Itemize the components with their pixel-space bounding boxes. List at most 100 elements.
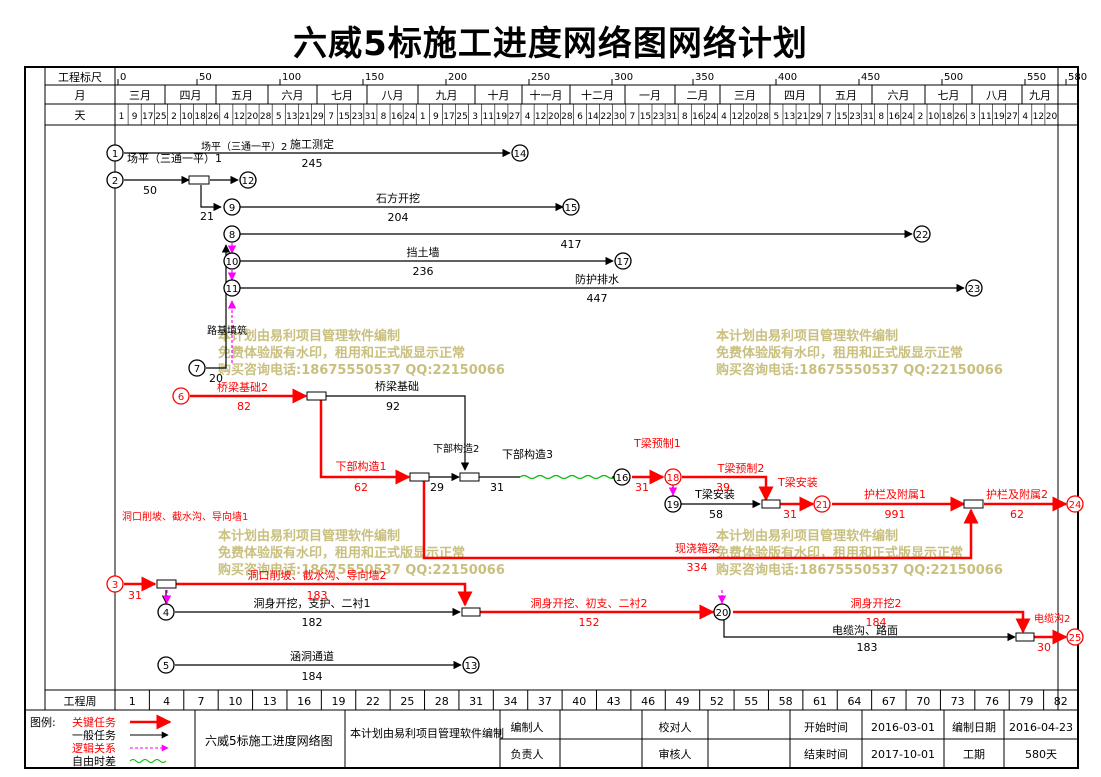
week-cell: 25 <box>400 695 414 708</box>
day-cell: 7 <box>629 112 635 122</box>
svg-text:447: 447 <box>587 292 608 305</box>
day-cell: 17 <box>142 112 153 122</box>
day-cell: 7 <box>826 112 832 122</box>
svg-text:29: 29 <box>430 481 444 494</box>
day-cell: 19 <box>496 112 508 122</box>
svg-text:洞身开挖2: 洞身开挖2 <box>851 596 902 610</box>
day-cell: 7 <box>328 112 334 122</box>
month-cell: 二月 <box>687 89 709 102</box>
event-node-25 <box>1066 628 1084 646</box>
day-cell: 27 <box>509 112 520 122</box>
day-cell: 24 <box>705 112 717 122</box>
event-node-label: 15 <box>565 203 578 214</box>
scale-tick-label: 350 <box>695 72 714 83</box>
svg-text:82: 82 <box>237 400 251 413</box>
svg-text:31: 31 <box>783 508 797 521</box>
month-cell: 七月 <box>331 89 353 102</box>
scale-label: 工程标尺 <box>58 70 102 84</box>
week-cell: 55 <box>744 695 758 708</box>
event-node-16 <box>613 468 631 486</box>
watermark-line-2: 免费体验版有水印，租用和正式版显示正常 <box>716 345 963 361</box>
month-cell: 九月 <box>436 89 458 102</box>
week-cell: 67 <box>882 695 896 708</box>
day-cell: 17 <box>443 112 454 122</box>
day-cell: 10 <box>928 112 940 122</box>
week-cell: 19 <box>332 695 346 708</box>
svg-text:下部构造2: 下部构造2 <box>433 442 479 455</box>
svg-text:236: 236 <box>413 265 434 278</box>
day-cell: 25 <box>456 112 467 122</box>
week-cell: 43 <box>607 695 621 708</box>
scale-tick-label: 100 <box>282 72 301 83</box>
event-node-2 <box>106 171 124 189</box>
day-cell: 31 <box>666 112 677 122</box>
event-node-label: 1 <box>112 149 118 160</box>
day-cell: 13 <box>784 112 795 122</box>
day-cell: 9 <box>433 112 439 122</box>
day-cell: 4 <box>525 112 531 122</box>
svg-text:洞口削坡、截水沟、导向墙1: 洞口削坡、截水沟、导向墙1 <box>122 510 248 523</box>
day-cell: 30 <box>614 112 626 122</box>
event-node-label: 9 <box>229 203 235 214</box>
event-node-19 <box>664 495 682 513</box>
event-node-label: 4 <box>163 608 169 619</box>
day-cell: 25 <box>155 112 166 122</box>
day-cell: 12 <box>1033 112 1044 122</box>
svg-text:护栏及附属2: 护栏及附属2 <box>986 487 1048 501</box>
day-cell: 12 <box>234 112 245 122</box>
event-node-label: 18 <box>667 473 680 484</box>
week-cell: 79 <box>1019 695 1033 708</box>
scale-tick-label: 0 <box>120 72 126 83</box>
day-cell: 3 <box>970 112 976 122</box>
svg-text:31: 31 <box>128 589 142 602</box>
svg-text:洞身开挖，支护、二衬1: 洞身开挖，支护、二衬1 <box>254 596 371 610</box>
svg-text:62: 62 <box>354 481 368 494</box>
watermarks: 本计划由易利项目管理软件编制 免费体验版有水印，租用和正式版显示正常 购买咨询电… <box>218 328 1003 578</box>
week-cell: 31 <box>469 695 483 708</box>
legend-swatches <box>129 714 172 763</box>
svg-text:580天: 580天 <box>1025 748 1057 761</box>
month-cell: 四月 <box>180 89 202 102</box>
week-cell: 7 <box>197 695 204 708</box>
week-cell: 28 <box>435 695 449 708</box>
event-node-label: 23 <box>968 284 981 295</box>
day-cell: 4 <box>223 112 229 122</box>
event-node-label: 22 <box>916 230 929 241</box>
event-node-label: 25 <box>1069 633 1082 644</box>
day-cell: 24 <box>404 112 416 122</box>
arrow-portal-2 <box>176 582 473 607</box>
day-cell: 10 <box>181 112 193 122</box>
event-node-10 <box>223 252 241 270</box>
day-cell: 6 <box>577 112 583 122</box>
day-cell: 21 <box>299 112 310 122</box>
svg-text:桥梁基础2: 桥梁基础2 <box>217 380 268 394</box>
day-cell: 26 <box>954 112 966 122</box>
watermark-line-3: 购买咨询电话:18675550537 QQ:22150066 <box>716 562 1003 578</box>
arrow-to-9 <box>200 185 222 212</box>
watermark-line-3: 购买咨询电话:18675550537 QQ:22150066 <box>218 362 505 378</box>
day-label: 天 <box>75 109 86 122</box>
day-cell: 8 <box>878 112 884 122</box>
svg-text:涵洞通道: 涵洞通道 <box>290 649 334 663</box>
month-cell: 八月 <box>986 89 1008 102</box>
day-cell: 23 <box>352 112 363 122</box>
free-float-wave <box>519 474 617 480</box>
day-cell: 2 <box>171 112 177 122</box>
week-cell: 16 <box>297 695 311 708</box>
event-node-11 <box>223 279 241 297</box>
month-label: 月 <box>75 89 86 102</box>
logic-arrows <box>162 243 727 604</box>
svg-text:31: 31 <box>635 481 649 494</box>
day-cell: 11 <box>980 112 991 122</box>
month-cell: 三月 <box>734 89 756 102</box>
svg-text:自由时差: 自由时差 <box>72 754 116 768</box>
link-boxes <box>156 175 1035 642</box>
day-cell: 8 <box>682 112 688 122</box>
scale-tick-label: 400 <box>778 72 797 83</box>
svg-text:现浇箱梁: 现浇箱梁 <box>675 541 719 555</box>
event-node-label: 7 <box>194 364 200 375</box>
svg-text:T梁预制2: T梁预制2 <box>717 461 765 475</box>
day-cell: 13 <box>286 112 297 122</box>
svg-text:开始时间: 开始时间 <box>804 720 848 734</box>
event-node-3 <box>106 575 124 593</box>
